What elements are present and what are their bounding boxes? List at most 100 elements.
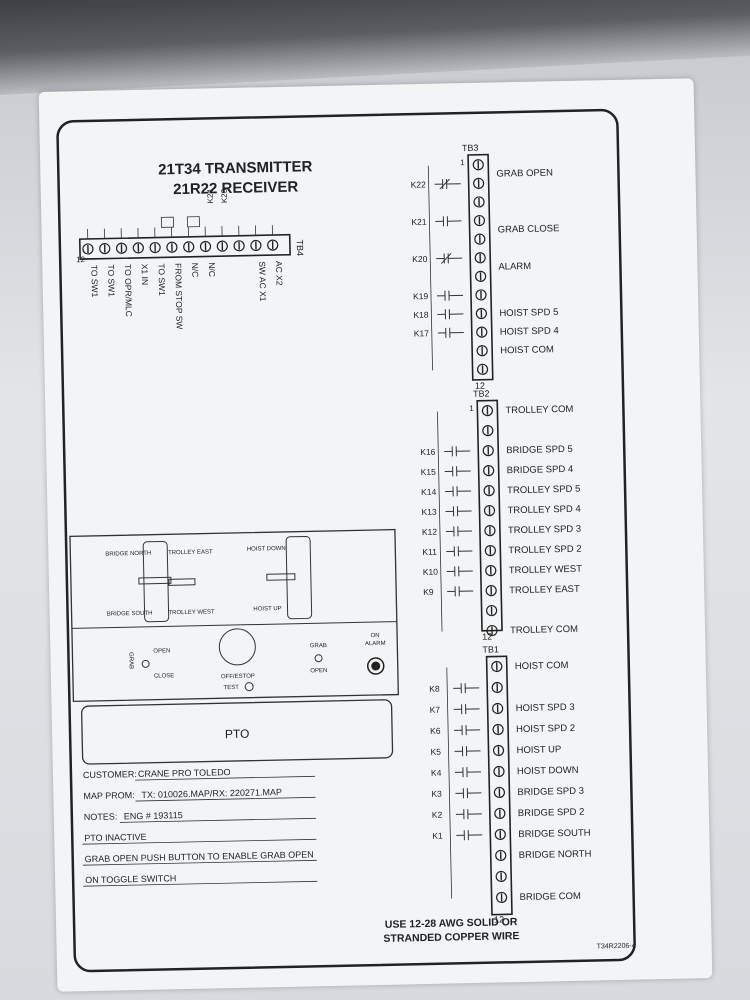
tb4-terminal-5: [149, 241, 161, 254]
tb4-name: TB4: [295, 239, 305, 256]
tb4-label-7: N/C: [190, 263, 200, 278]
customer-value: CRANE PRO TOLEDO: [138, 767, 231, 779]
tb1-terminal-7: [493, 786, 506, 799]
tb2-label-1: TROLLEY COM: [505, 404, 573, 416]
tb4-aux-label-2: K23: [220, 188, 229, 203]
tb3-terminal-2: [473, 177, 485, 189]
tb3-contact-k17: [437, 327, 464, 338]
tb4-label-8: N/C: [207, 262, 217, 277]
label-test: TEST: [223, 685, 239, 691]
tb3-relay-k22: K22: [411, 179, 427, 189]
label-alarm-top: ON: [371, 633, 380, 639]
tb1-label-4: HOIST UP: [516, 744, 561, 756]
label-hoist-up: HOIST UP: [253, 606, 281, 613]
tb1-terminal-8: [494, 807, 506, 820]
tb2-terminal-8: [484, 544, 496, 557]
tb2-terminal-10: [485, 584, 497, 597]
tb3-contact-k22: [434, 178, 461, 190]
note-line-1-underline: [82, 838, 317, 845]
tb3-end-number: 12: [475, 381, 485, 391]
tb2-label-3: BRIDGE SPD 4: [507, 464, 574, 476]
tb3-relay-k21: K21: [411, 217, 427, 227]
tb1-contact-k1: [456, 830, 483, 841]
tb4-terminal-11: [250, 239, 262, 252]
tb1-relay-k8: K8: [429, 684, 440, 694]
tb3-terminal-1: [472, 159, 484, 171]
note-line-2-underline: [82, 859, 317, 866]
title-line2: 21R22 RECEIVER: [173, 179, 299, 199]
tb3-label-1: GRAB OPEN: [496, 168, 553, 180]
tb2-relay-k16: K16: [420, 447, 436, 457]
transmitter-panel: [69, 528, 400, 703]
map-label: MAP PROM:: [83, 790, 135, 801]
tb3-contact-k21: [435, 216, 462, 227]
label-grab-vertical: GRAB: [127, 652, 133, 669]
tb2-label-8: TROLLEY WEST: [509, 564, 583, 577]
notes-underline: [119, 817, 316, 823]
note-line-3-underline: [83, 880, 318, 887]
tb2-terminal-3: [482, 445, 494, 457]
tb2-label-9: TROLLEY EAST: [509, 584, 580, 596]
label-border: [56, 108, 636, 973]
label-grab-button-bottom: OPEN: [310, 668, 327, 674]
tb1-label-5: HOIST DOWN: [517, 765, 579, 777]
tb2-contact-k15: [444, 466, 471, 477]
hoist-joystick-slot: [285, 535, 313, 620]
tb2-terminal-4: [483, 465, 495, 477]
tb2-name: TB2: [473, 389, 490, 399]
tb1-terminal-2: [491, 681, 503, 694]
tb4-label-5: TO SW1: [156, 263, 167, 296]
tb1-terminal-5: [492, 744, 505, 757]
off-estop-button: [218, 628, 256, 666]
tb2-contact-k12: [445, 526, 472, 537]
label-trolley-east: TROLLEY EAST: [168, 549, 213, 556]
tb2-end-number: 12: [482, 632, 492, 642]
label-off-estop: OFF/ESTOP: [221, 674, 255, 681]
tb3-terminal-7: [475, 270, 487, 282]
tb4-label-2: TO SW1: [106, 264, 117, 297]
tb2-label-4: TROLLEY SPD 5: [507, 484, 580, 497]
tb1-label-10: BRIDGE COM: [520, 891, 582, 903]
tb2-relay-k13: K13: [421, 507, 437, 517]
tb4-label-6: FROM STOP SW: [173, 263, 184, 329]
tb4-terminal-9: [216, 240, 228, 252]
tb2-label-10: TROLLEY COM: [510, 624, 578, 636]
tb1-label-6: BRIDGE SPD 3: [517, 786, 584, 798]
tb3-terminal-9: [475, 307, 487, 320]
tb2-contact-k14: [445, 486, 472, 497]
transmitter-diagram: BRIDGE NORTH BRIDGE SOUTH TROLLEY EAST T…: [69, 528, 400, 765]
grab-open-button: [314, 654, 323, 663]
tb4-label-4: X1 IN: [140, 264, 150, 285]
tb1-name: TB1: [482, 644, 499, 654]
customer-underline: [135, 775, 316, 781]
map-value: TX: 010026.MAP/RX: 220271.MAP: [141, 787, 282, 800]
tb1-contact-k7: [453, 704, 480, 715]
tb2-contact-k10: [446, 566, 473, 577]
tb4-terminal-4: [132, 242, 144, 254]
tb1-common-bus: [446, 667, 453, 899]
notes-label: NOTES:: [84, 811, 118, 822]
tb2-label-7: TROLLEY SPD 2: [508, 544, 581, 557]
tb1-relay-k3: K3: [431, 789, 442, 799]
trolley-joystick-knob: [168, 578, 196, 586]
tb2-label-5: TROLLEY SPD 4: [507, 504, 580, 517]
tb4-strip: [78, 233, 291, 260]
hoist-joystick-knob: [266, 573, 296, 581]
tb1-relay-k1: K1: [432, 831, 443, 841]
tb2-label-6: TROLLEY SPD 3: [508, 524, 581, 537]
tb1-relay-k7: K7: [430, 705, 441, 715]
tb3-name: TB3: [462, 143, 479, 153]
wiring-label: 21T34 TRANSMITTER 21R22 RECEIVER TB4 12 …: [38, 78, 713, 992]
tb4-terminal-1: [82, 243, 94, 255]
tb4-label-11: SW AC X1: [257, 261, 268, 302]
tb3-terminal-4: [473, 214, 486, 227]
tb1-relay-k4: K4: [431, 768, 442, 778]
tb2-common-bus: [437, 411, 443, 632]
tb3-common-bus: [427, 165, 433, 371]
tb2-terminal-11: [486, 604, 498, 617]
label-trolley-west: TROLLEY WEST: [168, 609, 215, 616]
tb4-jumper-box-1: [160, 216, 174, 228]
tb2-relay-k14: K14: [421, 487, 437, 497]
